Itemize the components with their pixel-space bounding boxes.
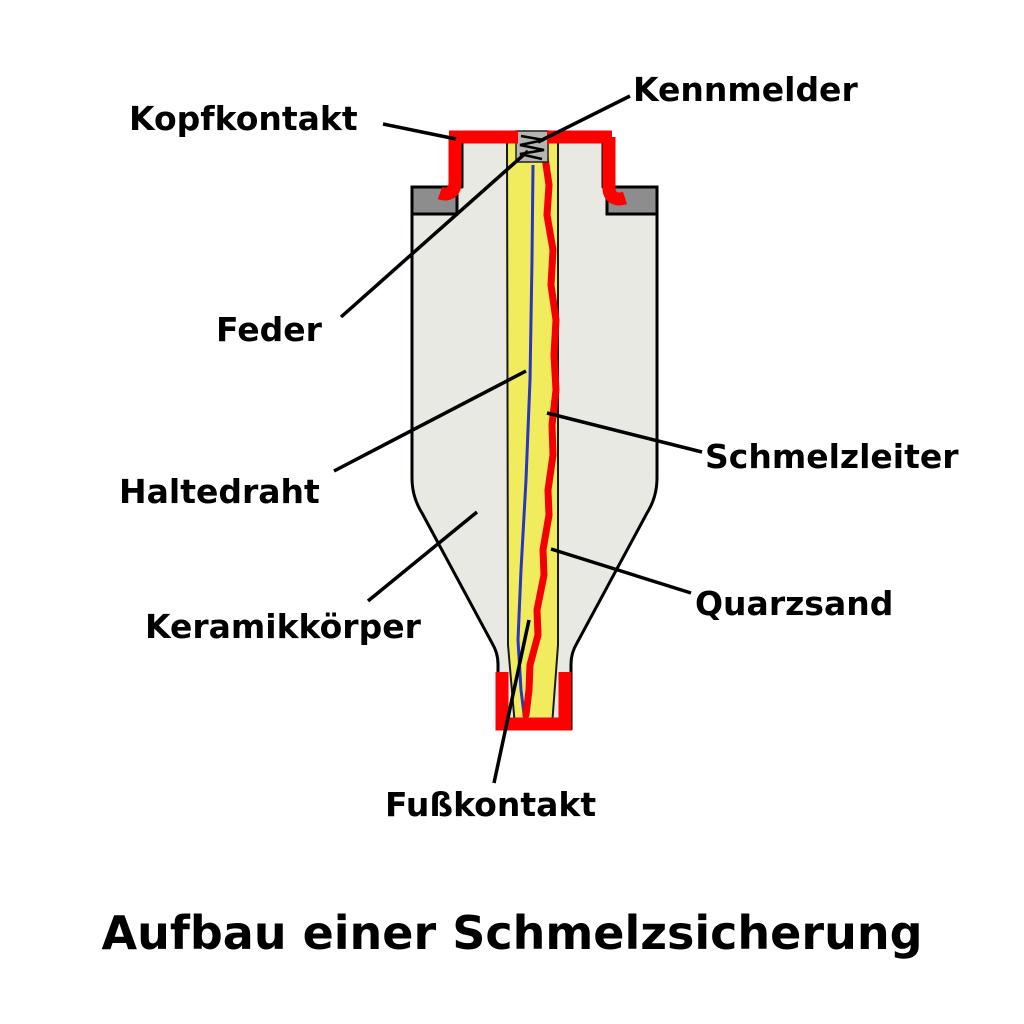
quarzsand-pointer-line <box>550 547 692 595</box>
page-title: Aufbau einer Schmelzsicherung <box>101 906 923 960</box>
keramikkoerper-pointer-line <box>366 510 479 603</box>
kopfkontakt-pointer-line <box>382 122 457 141</box>
label-keramikkoerper: Keramikkörper <box>145 607 421 646</box>
label-schmelzleiter: Schmelzleiter <box>705 437 959 476</box>
label-feder: Feder <box>216 310 322 349</box>
label-quarzsand: Quarzsand <box>695 584 894 623</box>
label-haltedraht: Haltedraht <box>119 472 320 511</box>
fusskontakt-pointer-line <box>492 619 531 784</box>
fusskontakt-cup <box>495 672 572 731</box>
label-kopfkontakt: Kopfkontakt <box>129 99 358 138</box>
right-tab-shape <box>605 185 659 216</box>
schmelzleiter-wire <box>522 146 560 719</box>
label-fusskontakt: Fußkontakt <box>385 785 597 824</box>
haltedraht-wire <box>516 164 535 723</box>
schmelzleiter-pointer-line <box>546 411 703 454</box>
kennmelder-pointer-line <box>537 94 631 144</box>
label-kennmelder: Kennmelder <box>633 70 858 109</box>
kopfkontakt-right-hook <box>602 137 628 206</box>
feder-pointer-line <box>339 149 530 319</box>
haltedraht-pointer-line <box>333 369 527 473</box>
kopfkontakt-left-hook <box>437 137 462 201</box>
